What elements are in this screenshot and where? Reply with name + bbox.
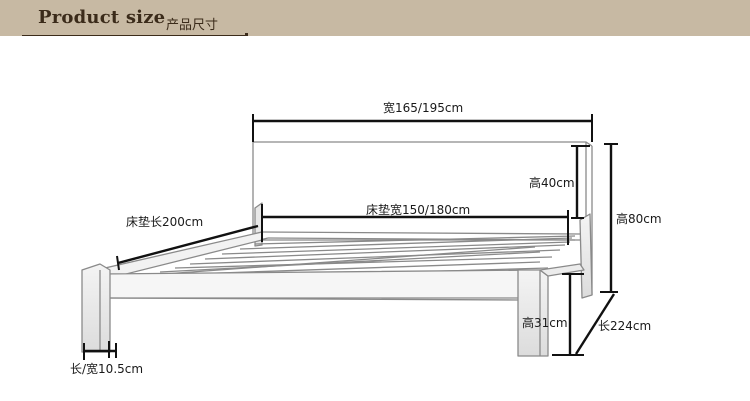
rear-right-post xyxy=(579,213,593,299)
title-chinese: 产品尺寸 xyxy=(166,18,219,33)
bed-illustration xyxy=(81,141,593,357)
leg-height-label: 高31cm xyxy=(522,316,568,330)
dimension-lines xyxy=(83,114,618,360)
mattress-length-label: 床垫长200cm xyxy=(126,215,204,229)
front-left-leg xyxy=(81,263,111,353)
header-banner: Product size 产品尺寸 xyxy=(0,0,750,36)
headboard-width-label: 宽165/195cm xyxy=(383,101,464,115)
total-height-label: 高80cm xyxy=(616,212,662,226)
leg-size-label: 长/宽10.5cm xyxy=(70,362,144,376)
foot-rail xyxy=(99,269,541,299)
total-length-label: 长224cm xyxy=(598,319,652,333)
title-english: Product size xyxy=(38,7,166,28)
headboard-height-label: 高40cm xyxy=(529,176,575,190)
title-underline xyxy=(22,35,246,36)
title-underline-dot xyxy=(245,33,248,36)
front-right-leg xyxy=(517,269,549,357)
mattress-width-label: 床垫宽150/180cm xyxy=(366,203,471,217)
headboard xyxy=(252,141,587,241)
